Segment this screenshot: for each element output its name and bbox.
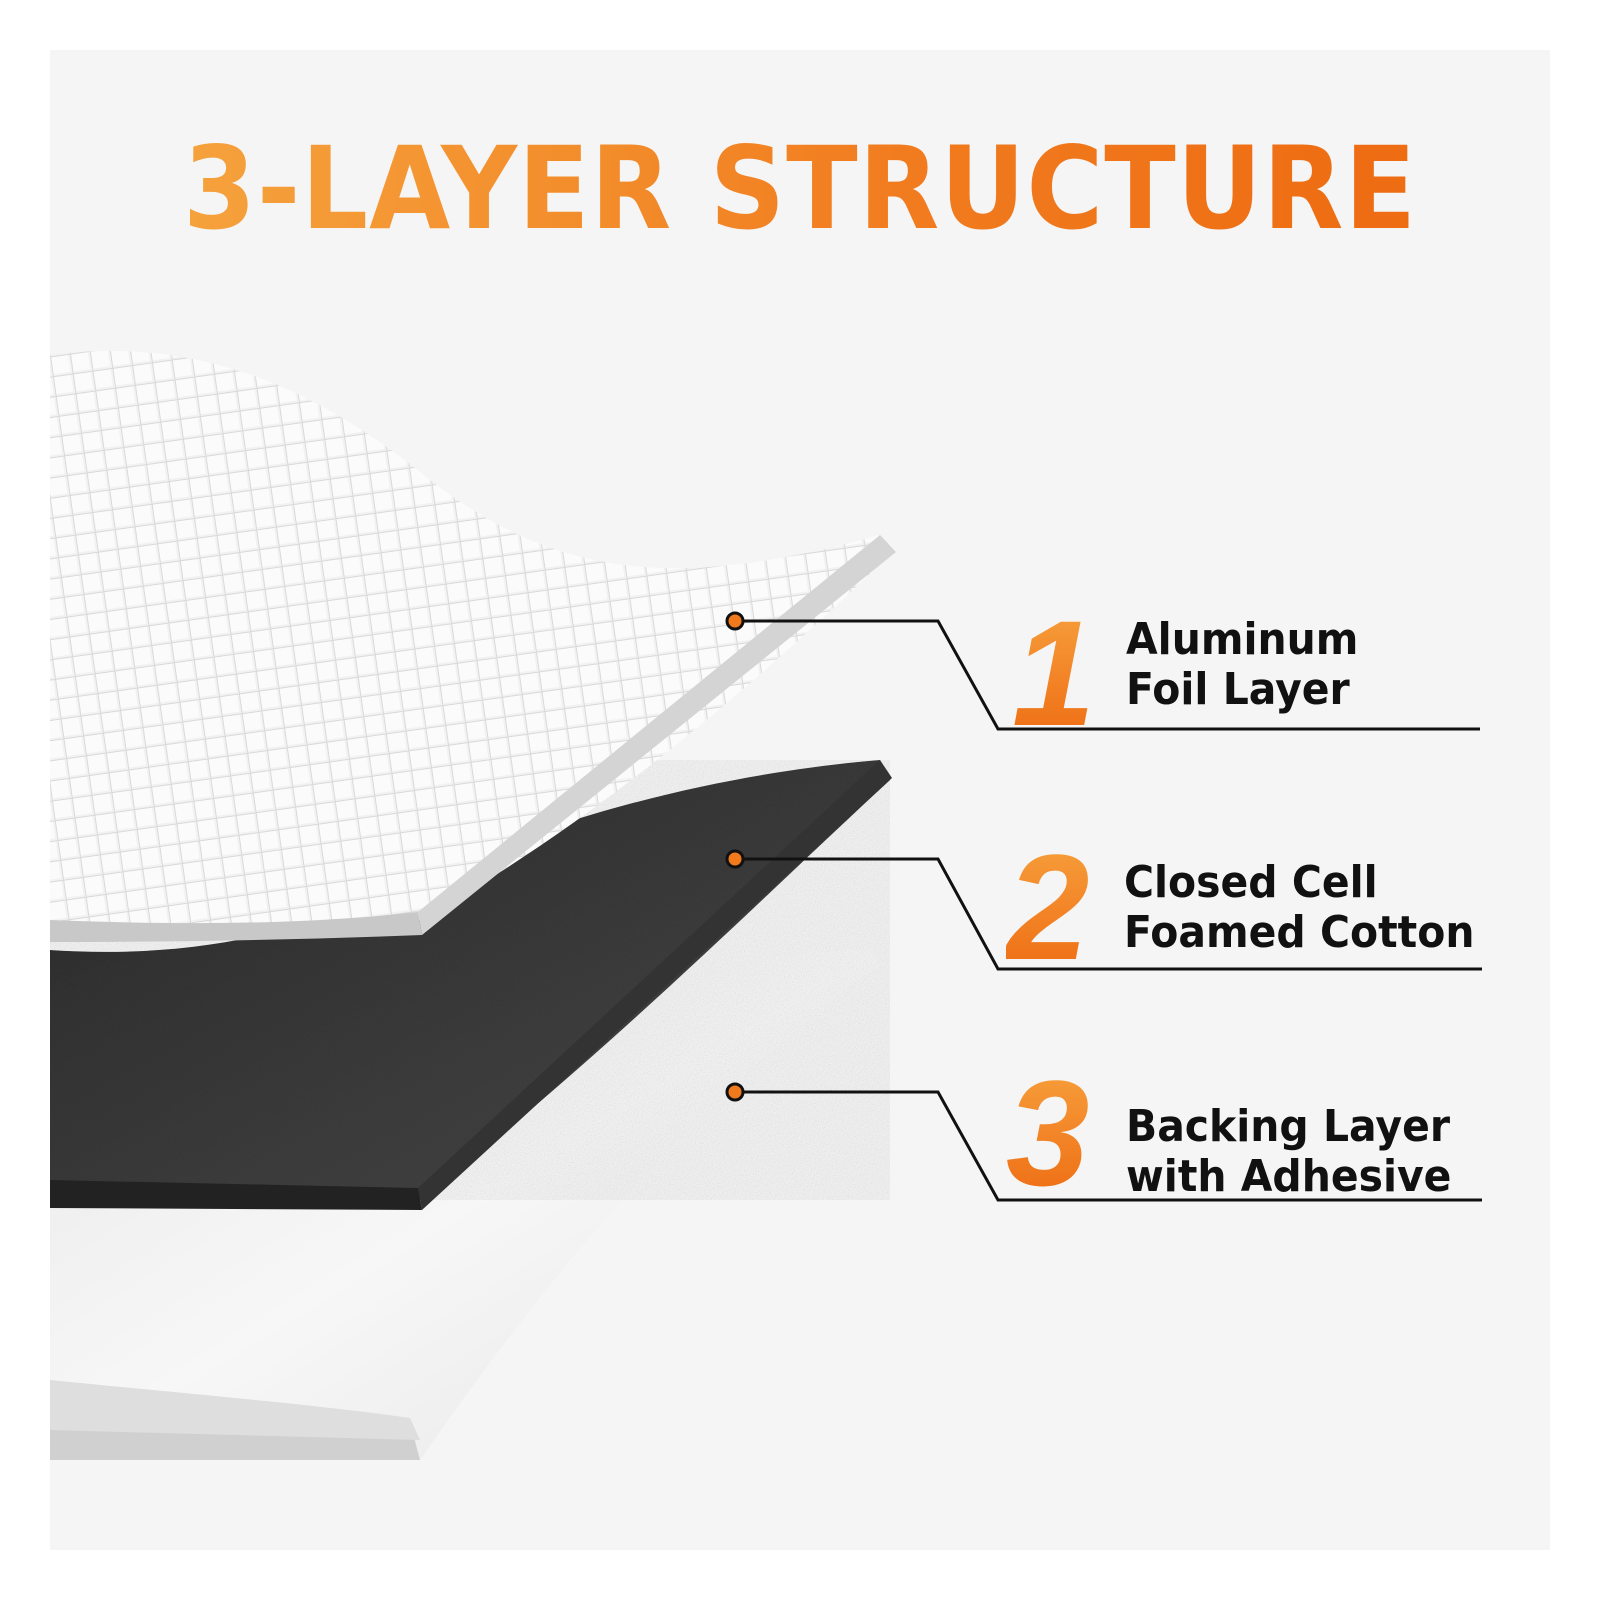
layer-label-2: Closed Cell Foamed Cotton — [1124, 858, 1474, 958]
layer-label-3-line1: Backing Layer — [1126, 1101, 1451, 1152]
layer-label-3: Backing Layer with Adhesive — [1126, 1102, 1451, 1202]
layer-number-1: 1 — [1012, 589, 1096, 757]
layer-label-2-line2: Foamed Cotton — [1124, 907, 1475, 958]
backing-layer — [50, 950, 880, 1460]
layer-number-3: 3 — [1006, 1049, 1090, 1217]
layer-label-1: Aluminum Foil Layer — [1126, 615, 1358, 715]
callout-line-2 — [735, 857, 1482, 971]
callout-line-3 — [735, 1090, 1482, 1202]
layer-label-1-line2: Foil Layer — [1126, 664, 1350, 715]
page-title: 3-LAYER STRUCTURE — [182, 122, 1418, 255]
callout-dot-3 — [725, 1082, 745, 1102]
layer-label-2-line1: Closed Cell — [1124, 857, 1378, 908]
callout-dot-2 — [725, 849, 745, 869]
layer-label-1-line1: Aluminum — [1126, 614, 1359, 665]
foil-layer — [50, 350, 896, 942]
callout-line-1 — [735, 619, 1480, 731]
layer-number-2: 2 — [1006, 823, 1090, 991]
foam-layer — [50, 760, 892, 1210]
callout-dot-1 — [725, 611, 745, 631]
layer-label-3-line2: with Adhesive — [1126, 1151, 1452, 1202]
